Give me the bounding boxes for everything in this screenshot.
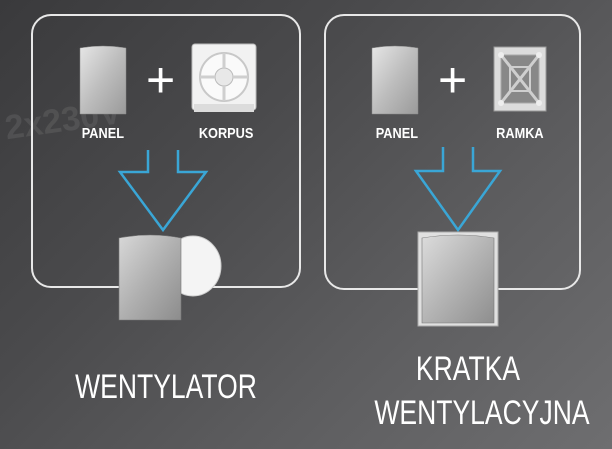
panel-icon-right (371, 45, 419, 115)
plus-sign-left: + (146, 52, 176, 108)
panel-icon-left (79, 45, 127, 115)
ventilator-product-icon (118, 234, 222, 321)
fan-housing-icon (191, 43, 257, 112)
grille-caption-line1: KRATKA (415, 350, 521, 388)
down-arrow-right (413, 147, 503, 233)
plus-sign-right: + (438, 52, 468, 108)
grille-product-icon (417, 231, 499, 327)
korpus-label: KORPUS (198, 125, 254, 142)
frame-icon (493, 46, 547, 112)
grille-caption-line2: WENTYLACYJNA (374, 394, 590, 432)
panel-label-right: PANEL (375, 125, 419, 142)
ramka-label: RAMKA (496, 125, 544, 142)
ventilator-caption: WENTYLATOR (75, 368, 257, 406)
down-arrow-left (117, 150, 209, 233)
panel-label-left: PANEL (81, 125, 125, 142)
